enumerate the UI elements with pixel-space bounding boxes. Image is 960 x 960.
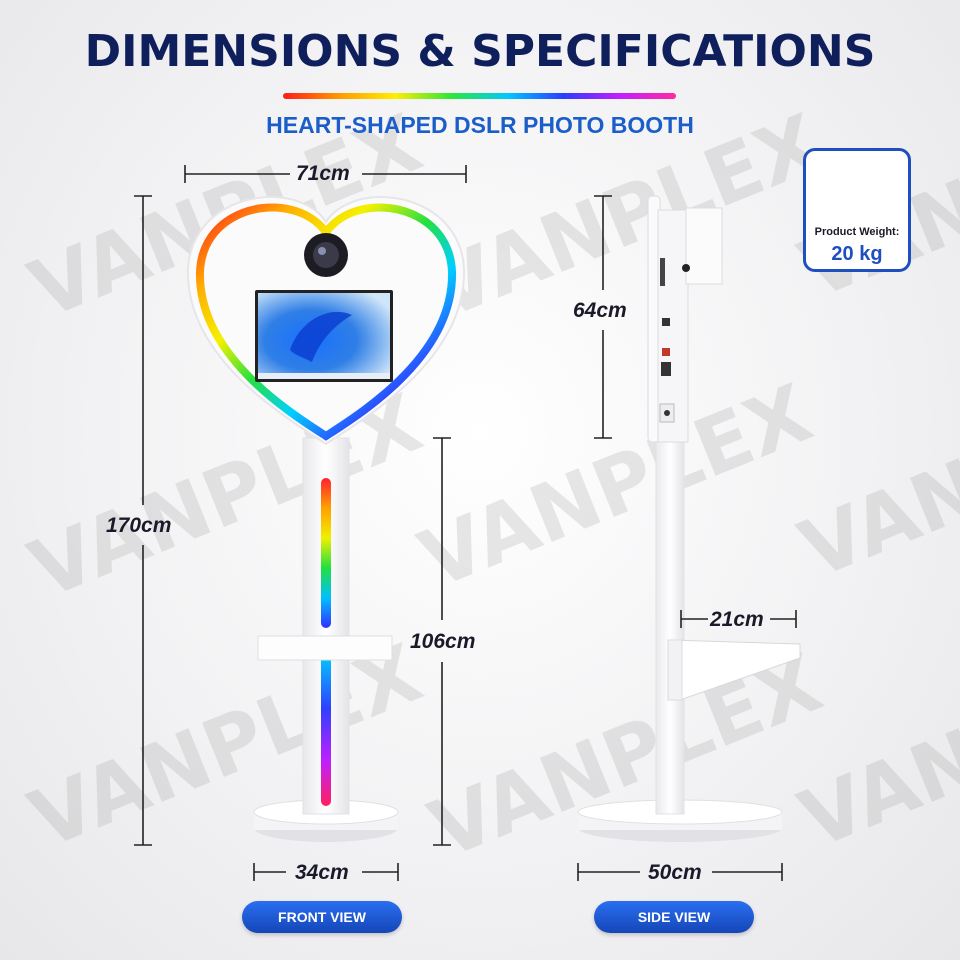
front-dimension-lines	[134, 165, 467, 881]
weight-label: Product Weight:	[814, 226, 900, 238]
front-height-label: 170cm	[106, 514, 172, 537]
side-base-label: 50cm	[648, 861, 702, 884]
front-width-label: 71cm	[296, 162, 350, 185]
side-shelf-depth-label: 21cm	[710, 608, 764, 631]
kg-icon-text: KG	[845, 187, 869, 204]
side-dimension-lines	[577, 195, 797, 881]
front-base-label: 34cm	[295, 861, 349, 884]
side-view-badge: SIDE VIEW	[594, 901, 754, 933]
front-booth	[186, 196, 466, 842]
front-pole-height-label: 106cm	[410, 630, 476, 653]
side-booth	[577, 195, 801, 842]
side-head-height-label: 64cm	[573, 299, 627, 322]
product-subtitle: HEART-SHAPED DSLR PHOTO BOOTH	[266, 112, 694, 138]
rainbow-divider	[283, 93, 676, 99]
page-title: DIMENSIONS & SPECIFICATIONS	[84, 26, 876, 77]
weight-card: KG Product Weight: 20 kg	[803, 148, 911, 272]
front-view-badge: FRONT VIEW	[242, 901, 402, 933]
weight-value: 20 kg	[831, 243, 883, 265]
